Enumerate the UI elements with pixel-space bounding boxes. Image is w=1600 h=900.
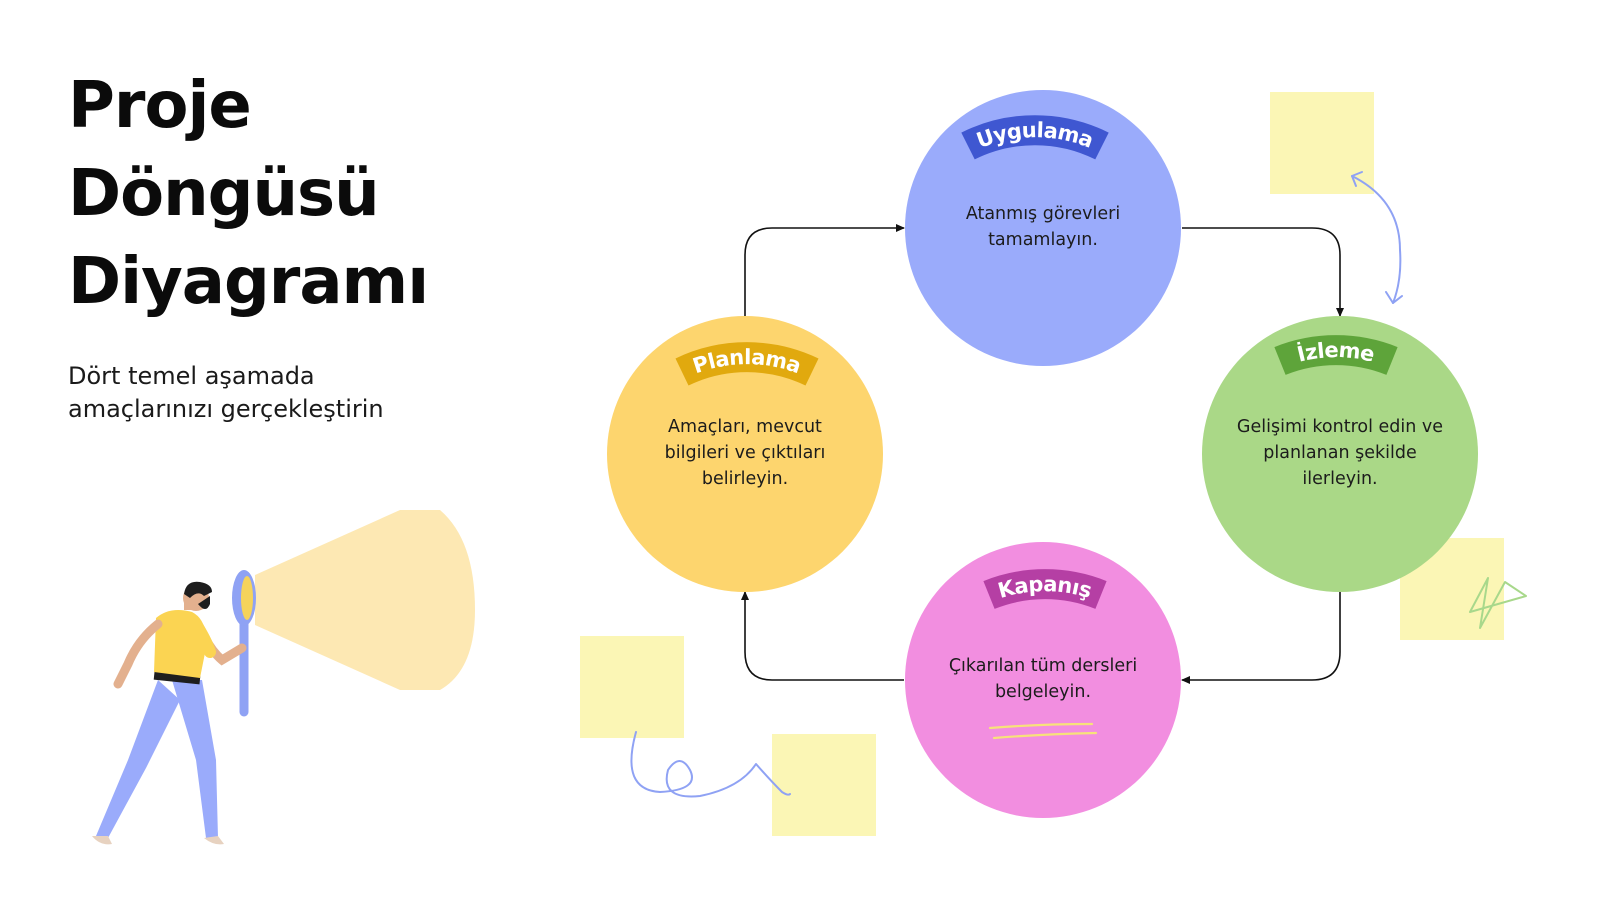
- planlama-description-line-2: bilgileri ve çıktıları: [664, 443, 826, 463]
- kapanis-circle: [905, 542, 1181, 818]
- subtitle-line-1: Dört temel aşamada: [68, 362, 315, 390]
- kapanis-label: Kapanış: [983, 569, 1107, 610]
- double-arrow-doodle: [1351, 171, 1403, 304]
- uygulama-circle: [905, 90, 1181, 366]
- subtitle-line-2: amaçlarınızı gerçekleştirin: [68, 395, 384, 423]
- uygulama-label: Uygulama: [961, 115, 1109, 160]
- planlama-description: Amaçları, mevcut bilgileri ve çıktıları …: [645, 414, 845, 492]
- izleme-circle: [1202, 316, 1478, 592]
- arrow-planlama-to-uygulama: [744, 224, 905, 316]
- svg-text:İzleme: İzleme: [1295, 338, 1377, 367]
- title-line-2: Döngüsü: [68, 157, 380, 231]
- title-line-1: Proje: [68, 69, 252, 143]
- sticky-note: [772, 734, 876, 836]
- squiggle-doodle: [630, 731, 791, 798]
- arrow-izleme-to-kapanis: [1181, 592, 1341, 684]
- arrow-kapanis-to-planlama: [741, 591, 904, 681]
- kapanis-description: Çıkarılan tüm dersleri belgeleyin.: [933, 653, 1153, 705]
- izleme-label-text: İzleme: [1295, 338, 1377, 367]
- kapanis-description-line-1: Çıkarılan tüm dersleri: [948, 656, 1138, 676]
- uygulama-description-line-2: tamamlayın.: [988, 230, 1098, 250]
- sticky-note: [1270, 92, 1374, 194]
- planlama-description-line-1: Amaçları, mevcut: [668, 417, 822, 437]
- arrow-uygulama-to-izleme: [1182, 227, 1344, 317]
- uygulama-description: Atanmış görevleri tamamlayın.: [943, 201, 1143, 253]
- izleme-description-line-2: planlanan şekilde: [1263, 443, 1417, 463]
- flashlight-beam: [255, 510, 475, 690]
- underline-doodle: [988, 722, 1098, 740]
- izleme-label: İzleme: [1274, 335, 1398, 376]
- izleme-description-line-3: ilerleyin.: [1302, 469, 1378, 489]
- title-line-3: Diyagramı: [68, 245, 429, 319]
- izleme-description-line-1: Gelişimi kontrol edin ve: [1236, 417, 1444, 437]
- planlama-circle: [607, 316, 883, 592]
- sticky-note: [580, 636, 684, 738]
- uygulama-description-line-1: Atanmış görevleri: [965, 204, 1121, 224]
- subtitle: Dört temel aşamada amaçlarınızı gerçekle…: [68, 360, 384, 426]
- page-title: Proje Döngüsü Diyagramı: [68, 62, 429, 326]
- star-doodle: [1469, 577, 1527, 629]
- izleme-description: Gelişimi kontrol edin ve planlanan şekil…: [1220, 414, 1460, 492]
- kapanis-description-line-2: belgeleyin.: [994, 682, 1092, 702]
- person-with-flashlight-illustration: [92, 510, 475, 845]
- planlama-description-line-3: belirleyin.: [701, 469, 789, 489]
